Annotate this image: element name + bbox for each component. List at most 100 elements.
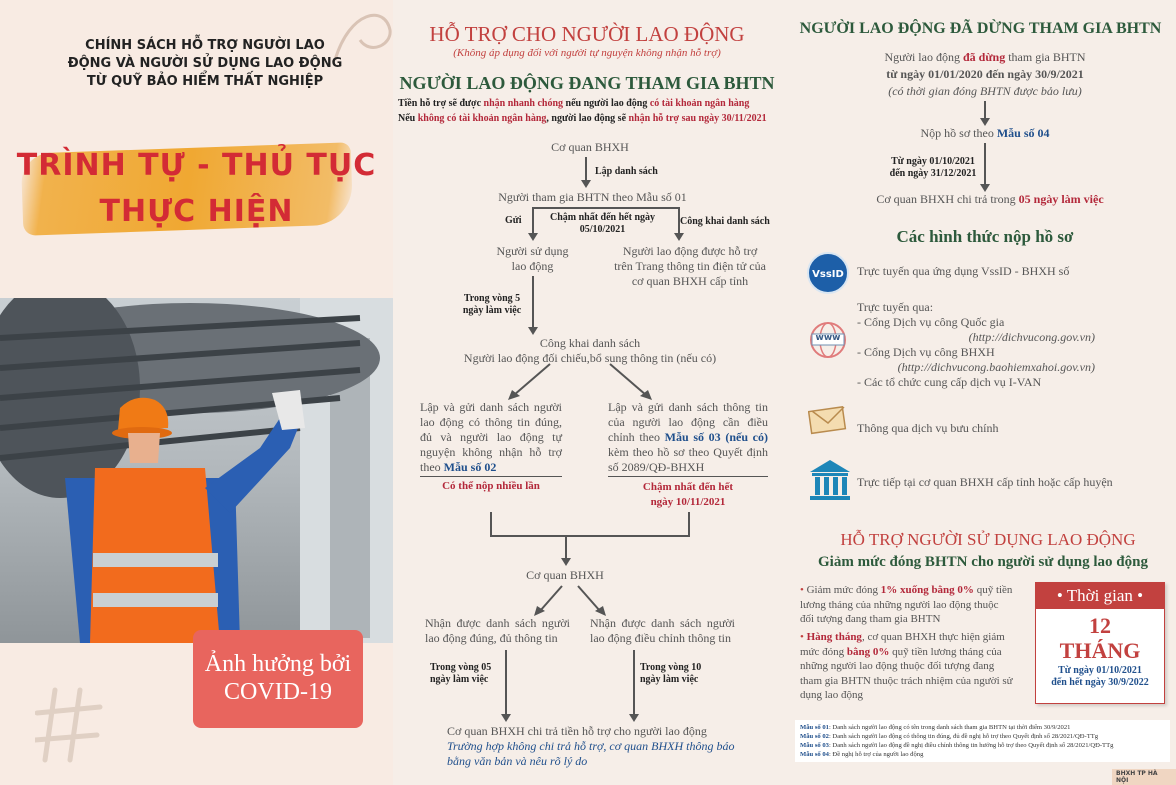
intro1-a: Tiền hỗ trợ sẽ được [398, 98, 484, 109]
flow-label-trong05: Trong vòng 05 ngày làm việc [430, 662, 491, 686]
submit-online-title: Trực tuyến qua: [857, 300, 934, 314]
left-header-line1: CHÍNH SÁCH HỖ TRỢ NGƯỜI LAO [85, 38, 325, 53]
flow-diag-arrows-1 [508, 363, 652, 400]
flow-label-trong10: Trong vòng 10 ngày làm việc [640, 662, 701, 686]
flow-line-5r [633, 650, 635, 715]
form04-link[interactable]: Mẫu số 04 [996, 126, 1050, 140]
left-header-line3: TỪ QUỸ BẢO HIỂM THẤT NGHIỆP [86, 74, 324, 89]
flow-merge-right [688, 512, 690, 536]
stopped-r3: (có thời gian đóng BHTN được bảo lưu) [888, 84, 1082, 98]
submit-vssid: Trực tuyến qua ứng dụng VssID - BHXH số [857, 264, 1070, 278]
flow-node-public-list-b: Người lao động đối chiếu,bổ sung thông t… [463, 351, 717, 365]
stopped-r1-c: tham gia BHTN [1005, 50, 1086, 64]
flow-node-form03: Lập và gửi danh sách thông tin của người… [608, 400, 768, 475]
flow-arrow-2l [528, 233, 538, 241]
flow-node-public-list-a: Công khai danh sách [539, 336, 641, 350]
stopped-r4: Nộp hồ sơ theo Mẫu số 04 [870, 126, 1100, 141]
flow-node-payout: Cơ quan BHXH chi trả tiền hỗ trợ cho ngư… [447, 724, 747, 769]
flow-merge-left [490, 512, 492, 536]
form03-link[interactable]: Mẫu số 03 (nếu có) [664, 430, 768, 444]
active-section-title: NGƯỜI LAO ĐỘNG ĐANG THAM GIA BHTN [399, 73, 775, 93]
source-credit: BHXH TP HÀ NỘI [1112, 769, 1176, 785]
employer-p2-d: quỹ tiền lương tháng của những người lao… [800, 645, 1013, 702]
footnote-4-label: Mẫu số 04 [800, 751, 829, 758]
footnote-3: Mẫu số 03: Danh sách người lao động đề n… [800, 741, 1165, 750]
building-icon [808, 458, 852, 502]
intro2-b: không có tài khoản ngân hàng [417, 113, 547, 124]
left-header: CHÍNH SÁCH HỖ TRỢ NGƯỜI LAO ĐỘNG VÀ NGƯỜ… [60, 37, 350, 91]
flow-note-deadline-a: Chậm nhất đến hết [642, 481, 734, 493]
calendar-header-text: Thời gian [1066, 586, 1133, 605]
flow-label-lap: Lập danh sách [595, 166, 658, 177]
flow-label-congkhai: Công khai danh sách [680, 216, 770, 227]
employer-p2-a: Hàng tháng [806, 631, 862, 643]
footnote-3-text: : Danh sách người lao động đề nghị điều … [828, 742, 1114, 749]
procedure-title-line2: THỰC HIỆN [99, 194, 294, 229]
flow-merge-h [490, 535, 690, 537]
covid-line1: Ảnh hưởng bởi [204, 651, 352, 677]
stopped-r6-a: Cơ quan BHXH chi trả trong [876, 192, 1019, 206]
submit-online-portal-national[interactable]: - Cổng Dịch vụ công Quốc gia [857, 315, 1005, 329]
intro2-d: nhận hỗ trợ sau ngày 30/11/2021 [628, 113, 767, 124]
stopped-r2: từ ngày 01/01/2020 đến ngày 30/9/2021 [886, 67, 1084, 81]
form02-link[interactable]: Mẫu số 02 [443, 460, 497, 474]
flow-node-employer: Người sử dụng lao động [480, 244, 585, 274]
covid-line2: COVID-19 [224, 679, 332, 705]
flow-node-bhxh-1: Cơ quan BHXH [551, 140, 629, 154]
flow-line-2l [532, 207, 534, 234]
submit-online-portal-bhxh-url[interactable]: (http://dichvucong.baohiemxahoi.gov.vn) [897, 360, 1095, 374]
flow-form03-underline [608, 476, 768, 477]
stopped-r6: Cơ quan BHXH chi trả trong 05 ngày làm v… [840, 192, 1140, 207]
flow-node-public-list: Công khai danh sách Người lao động đối c… [440, 336, 740, 366]
globe-www-icon: www [808, 320, 848, 360]
flow-node-published-c: cơ quan BHXH cấp tỉnh [631, 274, 749, 288]
stopped-arrow-1 [980, 118, 990, 126]
calendar-number: 12 [1089, 613, 1111, 638]
vssid-icon: VssID [807, 252, 849, 294]
procedure-title: TRÌNH TỰ - THỦ TỤC THỰC HIỆN [0, 148, 393, 230]
flow-arrow-2r [674, 233, 684, 241]
submit-online-ivan: - Các tổ chức cung cấp dịch vụ I-VAN [857, 375, 1042, 389]
intro-line1: Tiền hỗ trợ sẽ được nhận nhanh chóng nếu… [398, 98, 798, 109]
employer-subheading: Giảm mức đóng BHTN cho người sử dụng lao… [818, 554, 1148, 570]
submit-online-portal-bhxh[interactable]: - Cổng Dịch vụ công BHXH [857, 345, 995, 359]
flow-node-received-correct: Nhận được danh sách người lao động đúng,… [425, 616, 570, 645]
flow-node-employer-a: Người sử dụng [496, 244, 569, 258]
employer-p1-a: Giảm mức đóng [806, 584, 881, 596]
decor-swirl [333, 13, 392, 61]
flow-arrow-1 [581, 180, 591, 188]
calendar-card: • Thời gian • 12 THÁNG Từ ngày 01/10/202… [1035, 582, 1165, 704]
submit-online: Trực tuyến qua: - Cổng Dịch vụ công Quốc… [857, 300, 1157, 390]
stopped-line-2 [984, 143, 986, 185]
flow-node-participants: Người tham gia BHTN theo Mẫu số 01 [498, 190, 687, 204]
employer-p1-c: quỹ tiền lương tháng của những người lao… [800, 584, 1013, 625]
stopped-line-1 [984, 101, 986, 119]
stopped-r5-a: Từ ngày 01/10/2021 [891, 156, 975, 167]
flow-node-form03-a: Lập và gửi danh sách thông tin của người… [608, 400, 768, 444]
flow-label-trong5-b: ngày làm việc [462, 305, 522, 316]
flow-label-trong05-a: Trong vòng 05 [430, 662, 492, 673]
flow-arrow-3 [528, 327, 538, 335]
flow-node-received-adjust: Nhận được danh sách người lao động điều … [590, 616, 735, 645]
submit-online-portal-national-url[interactable]: (http://dichvucong.gov.vn) [968, 330, 1095, 344]
flow-label-trong5-a: Trong vòng 5 [463, 293, 521, 304]
flow-label-gui: Gửi [505, 215, 522, 226]
flow-line-1 [585, 157, 587, 181]
flow-label-cham1-a: Chậm nhất đến hết ngày [549, 212, 656, 223]
stopped-r1: Người lao động đã dừng tham gia BHTN [820, 50, 1150, 65]
flow-node-published-b: trên Trang thông tin điện tử của [614, 259, 766, 273]
flow-note-deadline: Chậm nhất đến hết ngày 10/11/2021 [608, 480, 768, 510]
employer-p2-c: bằng 0% [846, 645, 890, 658]
flow-line-5l [505, 650, 507, 715]
middle-subheading: (Không áp dụng đối với người tự nguyện k… [453, 47, 721, 59]
flow-node-payout-text: Cơ quan BHXH chi trả tiền hỗ trợ cho ngư… [447, 724, 707, 738]
stopped-arrow-2 [980, 184, 990, 192]
procedure-title-line1: TRÌNH TỰ - THỦ TỤC [16, 148, 377, 183]
flow-node-published-a: Người lao động được hỗ trợ [622, 244, 758, 258]
flow-arrow-4 [561, 558, 571, 566]
flow-node-form02-text: Lập và gửi danh sách người lao động có t… [420, 400, 562, 474]
flow-node-payout-note2: bằng văn bản và nêu rõ lý do [447, 754, 588, 768]
employer-p1-b: 1% xuống bằng 0% [880, 584, 974, 596]
footnote-3-label: Mẫu số 03 [800, 742, 829, 749]
footnote-2-text: : Danh sách người lao động có thông tin … [828, 733, 1099, 740]
